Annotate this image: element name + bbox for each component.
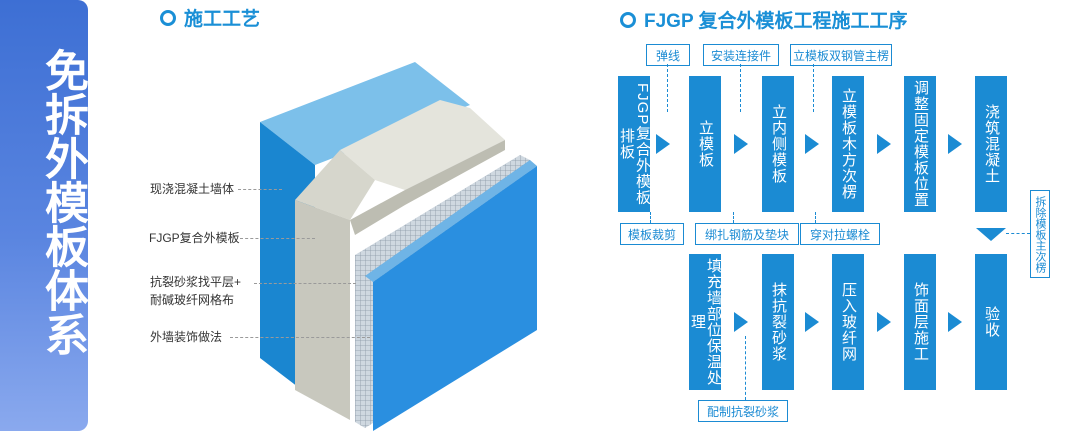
step-text: 立内侧模板 — [770, 104, 787, 184]
formwork-front — [295, 200, 350, 420]
step-text: 填充墙部位保温处理 — [689, 258, 722, 386]
tag-install-connectors: 安装连接件 — [703, 44, 779, 66]
step-text: 饰面层施工 — [912, 282, 929, 362]
finish-panel-edge — [365, 160, 537, 282]
arrow-right-icon — [656, 134, 670, 154]
connector-dash — [813, 64, 814, 112]
section-heading-craft-text: 施工工艺 — [184, 9, 261, 30]
section-heading-craft: 施工工艺 — [160, 4, 260, 31]
step-text: 调整固定模板位置 — [912, 80, 929, 208]
step-text: 抹抗裂砂浆 — [770, 282, 787, 362]
connector-dash — [815, 212, 816, 223]
arrow-right-icon — [805, 312, 819, 332]
step-adjust-position: 调整固定模板位置 — [904, 76, 936, 212]
step-text: 立模板 — [697, 120, 714, 168]
callout-line — [240, 238, 315, 239]
tag-tie-bolts: 穿对拉螺栓 — [800, 223, 880, 245]
tag-rebar-and-spacers: 绑扎钢筋及垫块 — [695, 223, 799, 245]
wall-layers-illustration — [260, 62, 537, 431]
tag-snap-line: 弹线 — [646, 44, 690, 66]
finish-panel — [373, 166, 537, 431]
connector-dash — [733, 212, 734, 223]
formwork-side — [295, 150, 375, 220]
step-text: 压入玻纤网 — [840, 282, 857, 362]
callout-line — [230, 337, 370, 338]
tag-prepare-mortar: 配制抗裂砂浆 — [698, 400, 788, 422]
layer-label-finish: 外墙装饰做法 — [150, 330, 223, 344]
section-heading-process-text: FJGP 复合外模板工程施工工序 — [644, 11, 908, 32]
connector-dash — [745, 336, 746, 400]
circle-bullet-icon — [620, 12, 636, 28]
step-inner-formwork: 立内侧模板 — [762, 76, 794, 212]
arrow-right-icon — [877, 134, 891, 154]
step-apply-mortar: 抹抗裂砂浆 — [762, 254, 794, 390]
tag-remove-purlins: 拆除模板主次楞 — [1030, 190, 1050, 278]
arrow-right-icon — [948, 312, 962, 332]
tag-text: 拆除模板主次楞 — [1034, 195, 1046, 273]
arrow-right-icon — [734, 312, 748, 332]
section-heading-process: FJGP 复合外模板工程施工工序 — [620, 6, 908, 33]
step-text: 验收 — [983, 306, 1000, 338]
step-board-layout: FJGP复合外模板排板 — [618, 76, 651, 212]
circle-bullet-icon — [160, 10, 176, 26]
arrow-right-icon — [805, 134, 819, 154]
concrete-wall-top — [260, 62, 470, 165]
connector-dash — [1006, 233, 1030, 234]
arrow-right-icon — [948, 134, 962, 154]
connector-dash — [650, 212, 651, 223]
step-press-mesh: 压入玻纤网 — [832, 254, 864, 390]
sidebar-banner — [0, 0, 88, 431]
tag-double-steel-main-purlin: 立模板双钢管主楞 — [790, 44, 892, 66]
layer-label-mortar-2: 耐碱玻纤网格布 — [150, 293, 235, 307]
step-finish-layer: 饰面层施工 — [904, 254, 936, 390]
formwork-top — [340, 100, 505, 190]
connector-dash — [740, 64, 741, 112]
step-text: 浇筑混凝土 — [983, 104, 1000, 184]
step-text: FJGP复合外模板排板 — [618, 82, 651, 206]
connector-dash — [667, 64, 668, 112]
step-wood-secondary-purlin: 立模板木方次楞 — [832, 76, 864, 212]
formwork-face — [350, 140, 505, 235]
callout-line — [254, 283, 356, 284]
sidebar-title: 免拆外模板体系 — [38, 48, 87, 356]
layer-label-formwork: FJGP复合外模板 — [149, 231, 240, 245]
step-pour-concrete: 浇筑混凝土 — [975, 76, 1007, 212]
arrow-right-icon — [734, 134, 748, 154]
step-acceptance: 验收 — [975, 254, 1007, 390]
step-infill-insulation: 填充墙部位保温处理 — [689, 254, 722, 390]
arrow-down-icon — [976, 228, 1006, 241]
arrow-right-icon — [877, 312, 891, 332]
step-text: 立模板木方次楞 — [840, 88, 857, 200]
layer-label-concrete: 现浇混凝土墙体 — [150, 182, 235, 196]
callout-line — [238, 189, 282, 190]
layer-label-mortar-1: 抗裂砂浆找平层+ — [150, 275, 242, 289]
tag-formwork-cutting: 模板裁剪 — [620, 223, 684, 245]
step-erect-formwork: 立模板 — [689, 76, 721, 212]
